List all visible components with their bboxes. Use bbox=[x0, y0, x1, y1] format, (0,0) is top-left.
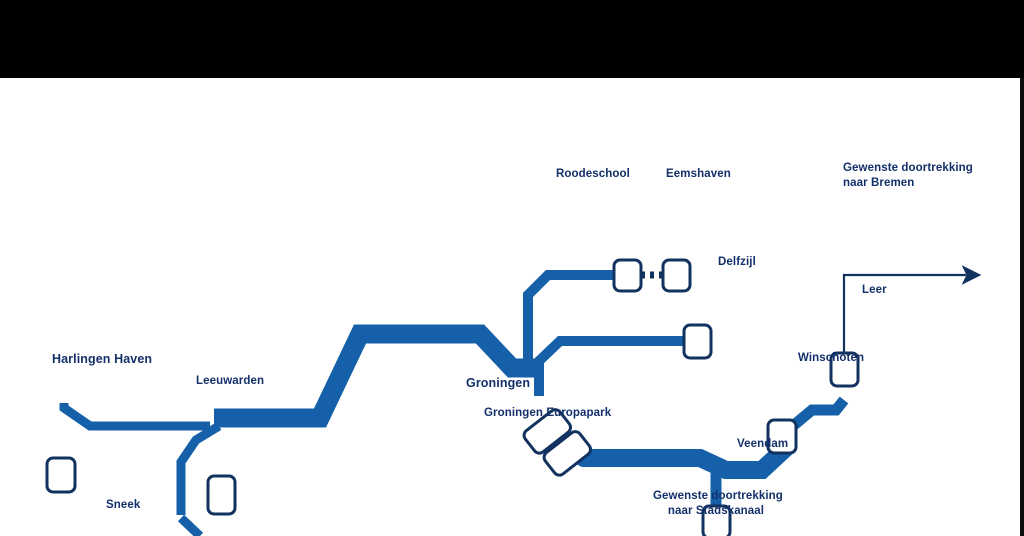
station-marker-winschoten[interactable] bbox=[766, 418, 798, 455]
station-label-veendam: Veendam bbox=[737, 438, 789, 450]
station-marker-leeuwarden[interactable] bbox=[206, 474, 237, 516]
station-label-groningen: Groningen bbox=[466, 376, 531, 390]
station-marker-veendam[interactable] bbox=[701, 504, 732, 536]
annotation-stadskanaal-line2: naar Stadskanaal bbox=[667, 505, 765, 517]
station-label-sneek: Sneek bbox=[106, 499, 141, 511]
station-marker-delfzijl[interactable] bbox=[682, 323, 713, 360]
right-edge-strip bbox=[1020, 78, 1024, 536]
annotation-bremen-line2: naar Bremen bbox=[843, 177, 915, 189]
station-label-delfzijl: Delfzijl bbox=[718, 256, 756, 268]
line-leeuwarden-groningen bbox=[214, 324, 536, 428]
station-marker-harlingen-haven[interactable] bbox=[45, 456, 77, 494]
station-marker-groningen[interactable] bbox=[522, 407, 573, 455]
annotation-bremen-line1: Gewenste doortrekking bbox=[843, 162, 973, 174]
annotation-stadskanaal-line1: Gewenste doortrekking bbox=[653, 490, 783, 502]
station-label-eemshaven: Eemshaven bbox=[666, 168, 731, 180]
station-marker-leer[interactable] bbox=[829, 351, 860, 388]
station-marker-roodeschool[interactable] bbox=[612, 258, 643, 293]
line-groningen-delfzijl bbox=[534, 336, 686, 396]
railway-network-map bbox=[45, 258, 982, 536]
station-label-roodeschool: Roodeschool bbox=[556, 168, 630, 180]
station-marker-eemshaven[interactable] bbox=[661, 258, 692, 293]
station-label-harlingen-haven: Harlingen Haven bbox=[52, 352, 153, 366]
station-label-winschoten: Winschoten bbox=[798, 352, 865, 364]
letterbox-top bbox=[0, 0, 1024, 78]
station-label-leer: Leer bbox=[862, 284, 887, 296]
planned-extension-bremen bbox=[842, 265, 982, 355]
line-harlingen-leeuwarden bbox=[59, 403, 210, 431]
line-leeuwarden-sneek bbox=[176, 422, 222, 536]
station-marker-groningen-europapark[interactable] bbox=[542, 429, 593, 477]
line-groningen-roodeschool bbox=[523, 270, 615, 366]
station-label-leeuwarden: Leeuwarden bbox=[196, 375, 265, 387]
station-label-groningen-europapark: Groningen Europapark bbox=[484, 407, 612, 419]
